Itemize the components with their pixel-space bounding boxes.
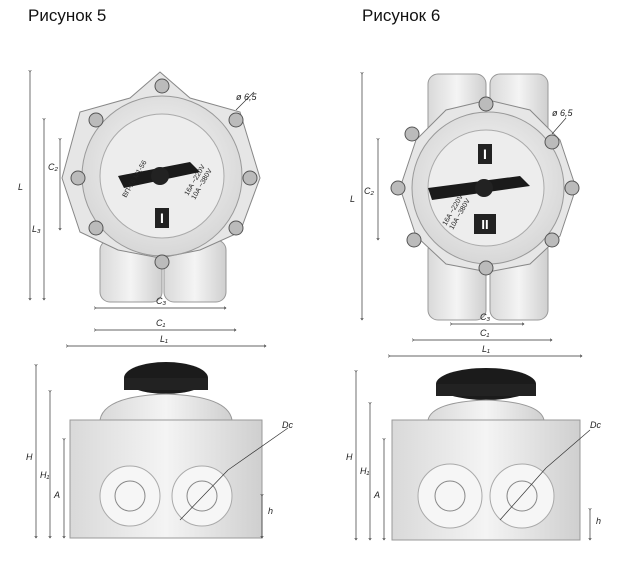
screw-icon <box>544 134 560 150</box>
screw-icon <box>478 96 494 112</box>
fig6-dim-H1: H₁ <box>360 466 369 476</box>
screw-icon <box>154 78 170 94</box>
screw-icon <box>564 180 580 196</box>
fig5-dim-h: h <box>268 506 273 516</box>
fig6-dim-h: h <box>596 516 601 526</box>
fig5-screws <box>70 78 258 270</box>
fig5-gland-left <box>99 465 161 527</box>
screw-icon <box>406 232 422 248</box>
fig6-dim-C2: C₂ <box>364 186 374 196</box>
fig5-position-1: I <box>160 210 164 226</box>
screw-icon <box>390 180 406 196</box>
screw-icon <box>154 254 170 270</box>
fig6-gland-left <box>417 463 483 529</box>
fig5-dim-H: H <box>26 452 33 462</box>
fig6-dim-C3: C₃ <box>480 312 490 322</box>
fig6-position-marker-1 <box>478 144 492 164</box>
fig5-handle-hub <box>151 167 169 185</box>
fig5-dim-L1: L₁ <box>160 334 168 344</box>
fig6-top-view: I II 16A ~220V10A ~380V L C₂ C₃ C₁ L₁ ø … <box>350 74 582 356</box>
figure-6-title: Рисунок 6 <box>362 6 441 25</box>
fig6-dim-L: L <box>350 194 355 204</box>
fig5-dim-L: L <box>18 182 23 192</box>
fig6-dim-L1: L₁ <box>482 344 490 354</box>
fig6-dim-Dc: Dc <box>590 420 601 430</box>
fig6-position-marker-2 <box>474 214 496 234</box>
fig5-side-body <box>69 419 263 539</box>
screw-icon <box>228 112 244 128</box>
fig6-dim-hole: ø 6,5 <box>552 108 574 118</box>
fig5-dim-C3: C₃ <box>156 296 166 306</box>
fig6-dim-H: H <box>346 452 353 462</box>
screw-icon <box>404 126 420 142</box>
screw-icon <box>478 260 494 276</box>
fig5-dim-L3: L₃ <box>32 224 41 234</box>
fig5-dim-C2: C₂ <box>48 162 58 172</box>
screw-icon <box>88 112 104 128</box>
fig5-cap <box>99 393 233 421</box>
screw-icon <box>228 220 244 236</box>
fig5-position-marker <box>155 208 169 228</box>
screw-icon <box>242 170 258 186</box>
fig6-side-body <box>391 419 581 541</box>
fig6-dim-A: A <box>373 490 380 500</box>
fig5-dim-H1: H₁ <box>40 470 49 480</box>
fig5-dim-A: A <box>53 490 60 500</box>
figure-5-title: Рисунок 5 <box>28 6 107 25</box>
fig5-dim-C1: C₁ <box>156 318 165 328</box>
fig6-position-2: II <box>481 217 488 232</box>
fig5-top-view: I 16A ~220V10A ~380V ВП-16 М1-56 L L₃ C₂… <box>18 72 266 346</box>
fig5-dim-hole: ø 6,5 <box>236 92 258 102</box>
screw-icon <box>88 220 104 236</box>
fig6-dim-C1: C₁ <box>480 328 489 338</box>
fig6-handle-hub <box>475 179 493 197</box>
fig6-side-view: H H₁ A h Dc <box>346 368 601 540</box>
fig5-dim-Dc: Dc <box>282 420 293 430</box>
fig6-screws <box>390 96 580 276</box>
screw-icon <box>544 232 560 248</box>
fig6-gland-right <box>489 463 555 529</box>
screw-icon <box>70 170 86 186</box>
fig6-position-1: I <box>483 146 487 162</box>
fig5-side-view: H H₁ A h Dc <box>26 362 293 538</box>
fig6-cap <box>427 399 545 421</box>
